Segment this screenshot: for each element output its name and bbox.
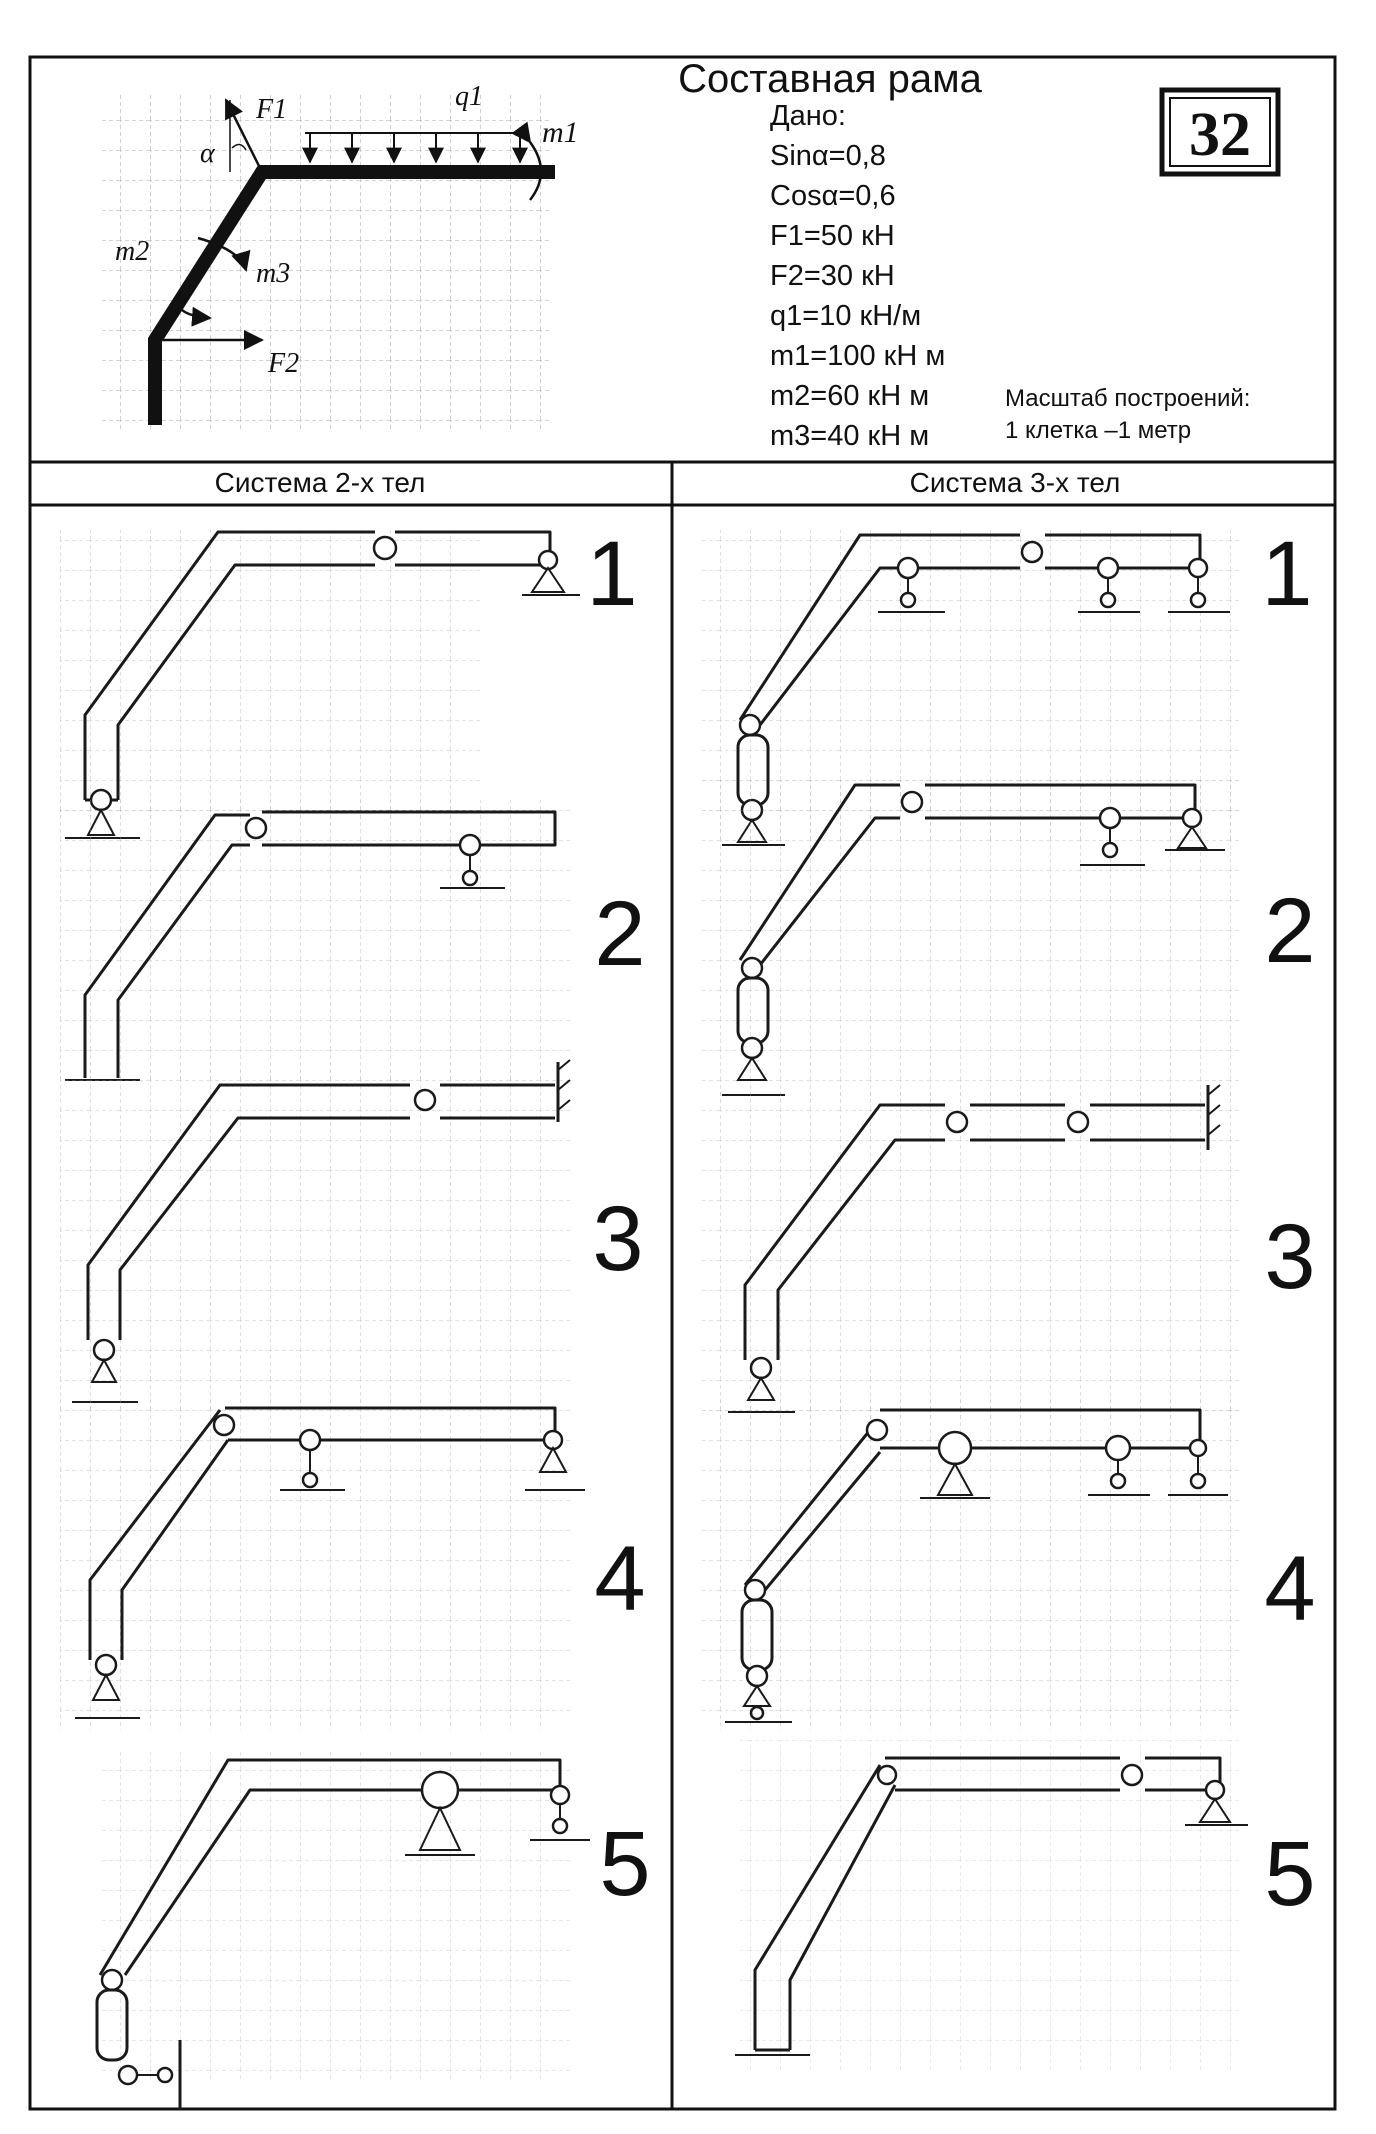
- scheme-right-4: [700, 1400, 1240, 1730]
- given-label: Дано:: [770, 100, 846, 132]
- given-f1: F1=50 кН: [770, 220, 895, 252]
- given-list: Sinα=0,8 Cosα=0,6 F1=50 кН F2=30 кН q1=1…: [770, 140, 945, 452]
- variant-left-5: 5: [599, 1813, 650, 1915]
- distributed-load-q1: [302, 132, 528, 164]
- alpha-arc: [231, 143, 247, 151]
- variant-left-4: 4: [594, 1528, 645, 1630]
- given-q1: q1=10 кН/м: [770, 300, 921, 332]
- given-f2: F2=30 кН: [770, 260, 895, 292]
- variant-right-5: 5: [1264, 1823, 1315, 1925]
- base-frame-body: [148, 165, 555, 425]
- label-f1: F1: [255, 94, 287, 125]
- scheme-right-3: [700, 1084, 1240, 1420]
- label-f2: F2: [267, 348, 299, 379]
- scheme-left-3: [60, 1059, 571, 1410]
- scheme-left-2: [60, 800, 570, 1081]
- scheme-left-4: [60, 1400, 585, 1730]
- column-header-two-bodies: Система 2-х тел: [215, 467, 426, 498]
- variant-right-4: 4: [1264, 1538, 1315, 1640]
- variant-left-3: 3: [592, 1188, 643, 1290]
- variant-badge: 32: [1189, 101, 1251, 169]
- variant-badge-frame: [1159, 87, 1281, 177]
- page-title: Составная рама: [678, 57, 983, 101]
- moment-m1-arc: [511, 121, 543, 201]
- base-scheme: F1 q1 m1 m2 m3 F2 α: [100, 81, 579, 432]
- given-m1: m1=100 кН м: [770, 340, 945, 372]
- label-m2: m2: [115, 236, 149, 267]
- moment-m3-arc: [197, 236, 251, 272]
- given-m2: m2=60 кН м: [770, 380, 929, 412]
- variant-left-2: 2: [594, 883, 645, 985]
- moment-m2-arc: [176, 289, 212, 327]
- scheme-left-5: [95, 1750, 590, 2110]
- variant-right-3: 3: [1264, 1206, 1315, 1308]
- label-q1: q1: [455, 81, 483, 112]
- column-header-three-bodies: Система 3-х тел: [910, 467, 1121, 498]
- force-f1-arrow: [224, 98, 264, 173]
- scheme-right-5: [735, 1740, 1248, 2070]
- scale-value: 1 клетка –1 метр: [1005, 417, 1191, 444]
- scale-title: Масштаб построений:: [1005, 385, 1250, 412]
- variant-left-1: 1: [586, 523, 637, 625]
- variant-right-2: 2: [1264, 880, 1315, 982]
- label-m1: m1: [542, 116, 579, 149]
- label-m3: m3: [256, 258, 290, 289]
- given-cos: Cosα=0,6: [770, 180, 896, 212]
- scheme-left-1: [60, 530, 580, 839]
- scheme-right-2: [700, 780, 1240, 1100]
- given-m3: m3=40 кН м: [770, 420, 929, 452]
- sheet-border: [28, 55, 1337, 2111]
- variant-right-1: 1: [1261, 523, 1312, 625]
- label-alpha: α: [200, 138, 216, 169]
- given-sin: Sinα=0,8: [770, 140, 886, 172]
